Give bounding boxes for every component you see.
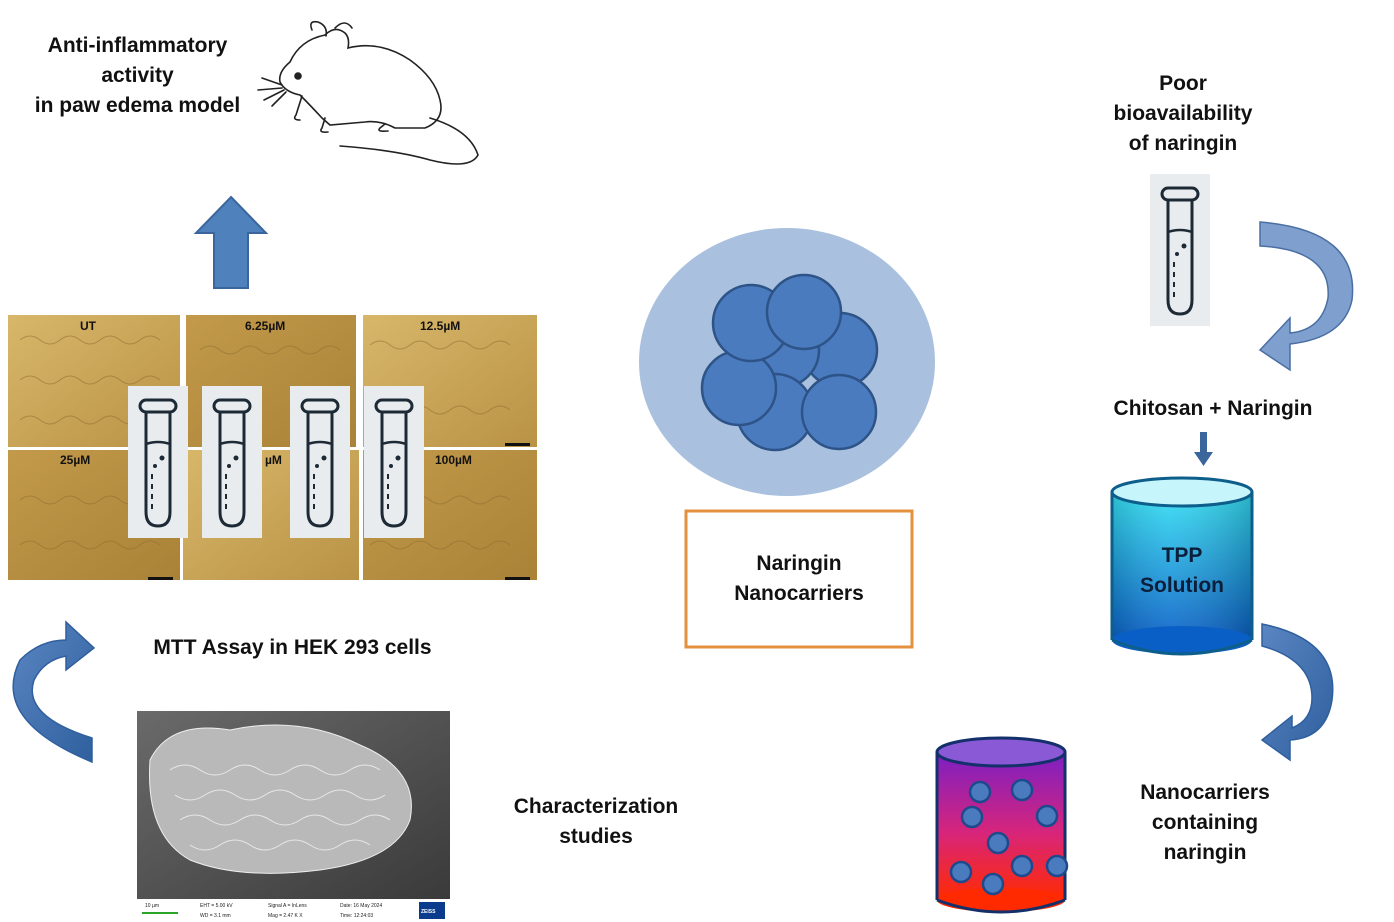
cell-panel-label: 6.25µM — [245, 319, 285, 333]
cell-microscopy-grid: UT 6.25µM 12.5µM 25µM µM 100µM — [8, 315, 537, 580]
nanocarriers-containing-label: Nanocarriers containing naringin — [1115, 778, 1295, 868]
sem-time-label: Time: 12:24:03 — [340, 913, 373, 919]
up-arrow-icon — [193, 195, 269, 289]
test-tube-icon — [288, 384, 352, 540]
label-line: Nanocarriers — [734, 582, 864, 605]
curved-arrow-icon — [1260, 623, 1334, 762]
sem-eht-label: EHT = 5.00 kV — [200, 903, 233, 909]
cell-panel-label: 12.5µM — [420, 319, 460, 333]
label-line: of naringin — [1128, 132, 1238, 155]
down-arrow-icon — [1194, 432, 1213, 466]
sem-date-label: Date: 16 May 2024 — [340, 903, 382, 909]
label-line: activity — [101, 64, 174, 87]
tpp-solution-label: TPP Solution — [1112, 541, 1252, 601]
sem-scale-label: 10 µm — [145, 903, 159, 909]
naringin-nanocarriers-box — [684, 509, 914, 649]
test-tube-icon — [362, 384, 426, 540]
label-line: Nanocarriers — [1140, 781, 1270, 804]
sem-wd-label: WD = 3.1 mm — [200, 913, 231, 919]
characterization-label: Characterization studies — [500, 792, 692, 852]
anti-inflammatory-label: Anti-inflammatory activity in paw edema … — [20, 31, 255, 121]
sem-mag-label: Mag = 2.47 K X — [268, 913, 303, 919]
naringin-nanocarriers-label: Naringin Nanocarriers — [686, 549, 912, 609]
test-tube-icon — [1148, 172, 1212, 328]
chitosan-naringin-label: Chitosan + Naringin — [1113, 397, 1313, 420]
tpp-solution-cylinder — [1110, 476, 1254, 656]
label-line: Naringin — [756, 552, 842, 575]
label-line: TPP — [1161, 544, 1203, 567]
cell-panel-label: 100µM — [435, 453, 472, 467]
label-line: Solution — [1140, 574, 1224, 597]
nanocarrier-cylinder — [935, 736, 1069, 914]
curved-arrow-icon — [1258, 221, 1354, 372]
cell-panel-label: UT — [80, 319, 97, 333]
label-line: studies — [559, 825, 633, 848]
label-line: naringin — [1163, 841, 1247, 864]
label-line: containing — [1151, 811, 1259, 834]
curved-arrow-icon — [12, 620, 96, 764]
poor-bioavailability-label: Poor bioavailability of naringin — [1093, 69, 1273, 159]
label-line: Characterization — [513, 795, 679, 818]
sem-signal-label: Signal A = InLens — [268, 903, 307, 909]
zeiss-logo: ZEISS — [421, 909, 436, 915]
label-line: Poor — [1159, 72, 1207, 95]
label-line: Anti-inflammatory — [47, 34, 228, 57]
test-tube-icon — [126, 384, 190, 540]
mouse-illustration — [257, 20, 479, 165]
test-tube-icon — [200, 384, 264, 540]
nanoparticle-cluster — [639, 228, 935, 496]
label-line: in paw edema model — [34, 94, 241, 117]
sem-image: 10 µm EHT = 5.00 kV WD = 3.1 mm Signal A… — [137, 711, 450, 922]
label-line: bioavailability — [1113, 102, 1253, 125]
cell-panel-label: 25µM — [60, 453, 90, 467]
mtt-assay-label: MTT Assay in HEK 293 cells — [153, 636, 432, 659]
cell-panel-label: µM — [265, 453, 282, 467]
